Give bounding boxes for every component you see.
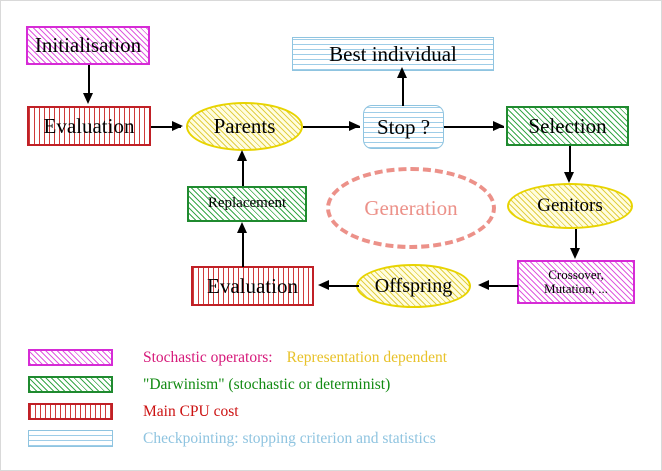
node-best-individual[interactable]: Best individual — [292, 37, 494, 71]
legend-row: Checkpointing: stopping criterion and st… — [28, 425, 628, 452]
legend-label-group: Stochastic operators: Representation depe… — [143, 349, 447, 367]
node-initialisation[interactable]: Initialisation — [26, 26, 150, 65]
node-operators[interactable]: Crossover, Mutation, ... — [517, 260, 635, 304]
legend-label-representation-dependent: Representation dependent — [286, 348, 448, 366]
generation-label: Generation — [364, 195, 458, 220]
node-genitors[interactable]: Genitors — [507, 183, 633, 229]
legend-label-main-cpu-cost: Main CPU cost — [143, 402, 239, 420]
legend-label-checkpointing: Checkpointing: stopping criterion and st… — [143, 429, 436, 447]
legend-label-darwinism: "Darwinism" (stochastic or determinist) — [143, 375, 391, 393]
node-offspring[interactable]: Offspring — [356, 264, 471, 308]
legend-row: Main CPU cost — [28, 398, 628, 425]
legend-swatch-main-cpu-cost — [28, 403, 113, 420]
legend-swatch-stochastic-operators — [28, 349, 113, 366]
legend: Stochastic operators: Representation depe… — [28, 344, 628, 452]
node-generation: Generation — [326, 167, 496, 249]
node-evaluation-top[interactable]: Evaluation — [27, 106, 151, 146]
legend-label-stochastic-operators: Stochastic operators: — [143, 348, 273, 366]
node-selection[interactable]: Selection — [506, 106, 629, 146]
legend-row: "Darwinism" (stochastic or determinist) — [28, 371, 628, 398]
node-parents[interactable]: Parents — [186, 102, 303, 151]
node-evaluation-bottom[interactable]: Evaluation — [191, 266, 314, 306]
legend-row: Stochastic operators: Representation depe… — [28, 344, 628, 371]
legend-swatch-checkpointing — [28, 430, 113, 447]
node-stop[interactable]: Stop ? — [363, 105, 444, 149]
legend-swatch-darwinism — [28, 376, 113, 393]
node-replacement[interactable]: Replacement — [187, 186, 307, 222]
